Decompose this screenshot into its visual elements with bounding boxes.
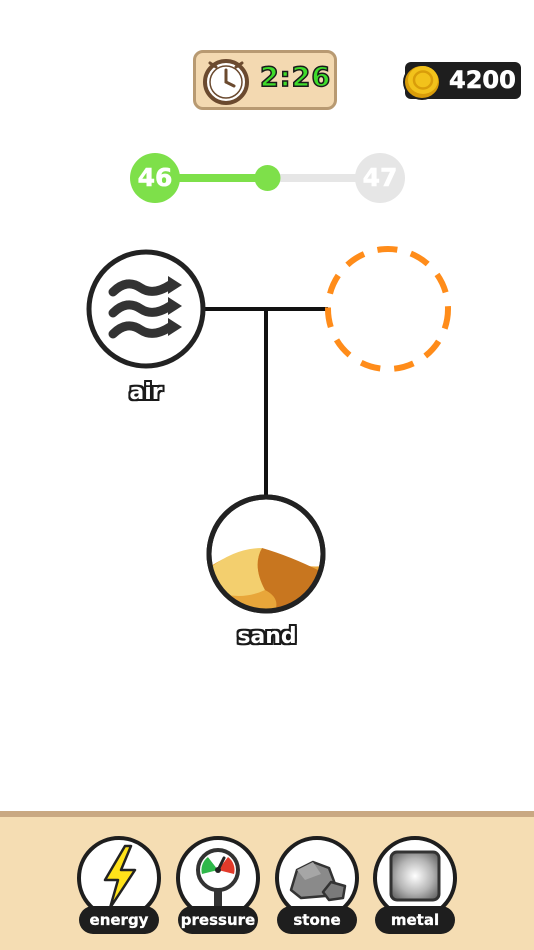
level-progress <box>130 153 405 203</box>
tray-item-energy-label: energy <box>79 906 159 934</box>
coin-icon <box>403 64 441 100</box>
next-level-badge <box>355 153 405 203</box>
coin-value: 4200 <box>449 66 516 95</box>
combination-tree <box>86 246 451 620</box>
next-level-number: 47 <box>362 163 398 193</box>
clock-icon <box>203 59 249 105</box>
pressure-gauge-icon <box>196 848 240 906</box>
progress-knob <box>254 165 281 191</box>
element-sand-label: sand <box>237 624 297 649</box>
timer-panel: 2:26 <box>193 50 337 110</box>
element-sand[interactable] <box>205 494 330 620</box>
tray-item-metal-label: metal <box>375 906 455 934</box>
element-air[interactable] <box>86 249 206 369</box>
tray-item-pressure[interactable]: pressure <box>176 836 260 946</box>
tray-item-energy[interactable]: energy <box>77 836 161 946</box>
current-level-number: 46 <box>137 163 173 193</box>
tray-item-metal[interactable]: metal <box>373 836 457 946</box>
stone-icon <box>289 860 347 902</box>
tray-item-stone-label: stone <box>277 906 357 934</box>
current-level-badge <box>130 153 180 203</box>
element-air-label: air <box>129 380 163 405</box>
tray-item-pressure-label: pressure <box>178 906 258 934</box>
metal-icon <box>389 850 441 902</box>
lightning-icon <box>103 844 137 910</box>
empty-result-slot[interactable] <box>325 246 451 372</box>
wind-arrowheads <box>168 276 182 336</box>
tray-item-stone[interactable]: stone <box>275 836 359 946</box>
wind-icon <box>108 279 175 339</box>
timer-value: 2:26 <box>259 61 332 94</box>
